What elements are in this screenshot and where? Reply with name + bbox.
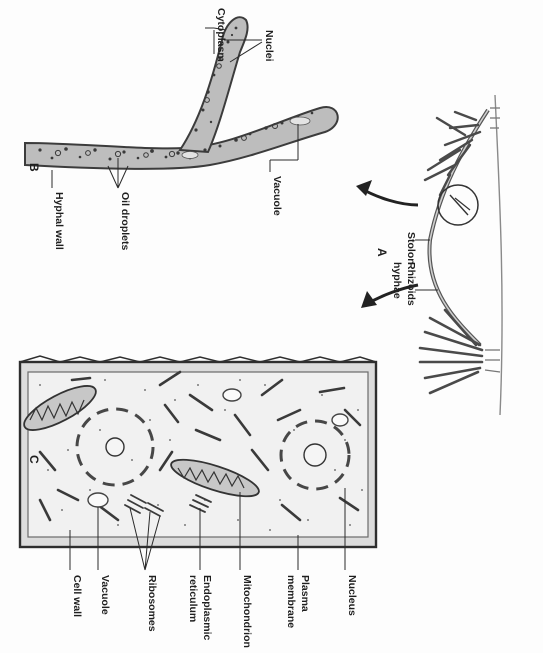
label-reticulum: reticulum — [187, 575, 199, 622]
sporangium-circle — [438, 185, 478, 225]
label-vacuole-c: Vacuole — [99, 575, 111, 615]
label-stolon: Stolon — [405, 232, 417, 265]
panel-c-cell: Cell wall Vacuole Ribosomes Endoplasmic … — [19, 356, 376, 648]
panel-letter-a: A — [375, 248, 389, 257]
panel-b-hypha: Nuclei Cytoplasm Vacuole Oil droplets Hy… — [25, 8, 338, 251]
label-rhizoids: Rhizoids — [405, 262, 417, 306]
label-vacuole-b: Vacuole — [271, 176, 283, 216]
label-cell-wall: Cell wall — [71, 575, 83, 617]
label-endoplasmic: Endoplasmic — [201, 575, 213, 641]
label-plasma: Plasma — [299, 575, 311, 612]
label-hyphal-wall: Hyphal wall — [53, 192, 65, 250]
label-cytoplasm: Cytoplasm — [215, 8, 227, 62]
vacuole-c-1 — [88, 493, 108, 507]
rhizoid-cluster-upper — [425, 112, 480, 195]
arrow-to-b — [360, 188, 418, 205]
label-oil-droplets: Oil droplets — [119, 192, 131, 251]
label-nuclei: Nuclei — [263, 30, 275, 62]
vacuole-c-3 — [332, 414, 348, 426]
label-mitochondrion: Mitochondrion — [241, 575, 253, 648]
rhizoid-cluster-lower — [420, 310, 482, 393]
panel-letter-b: B — [27, 163, 41, 172]
label-nucleus: Nucleus — [346, 575, 358, 616]
panel-letter-c: C — [27, 455, 41, 464]
label-membrane: membrane — [285, 575, 297, 628]
panel-a-colony: Stolon Rhizoids hyphae A — [375, 95, 502, 415]
label-ribosomes: Ribosomes — [146, 575, 158, 632]
stolon-hypha — [429, 110, 488, 345]
vacuole-c-2 — [223, 389, 241, 401]
